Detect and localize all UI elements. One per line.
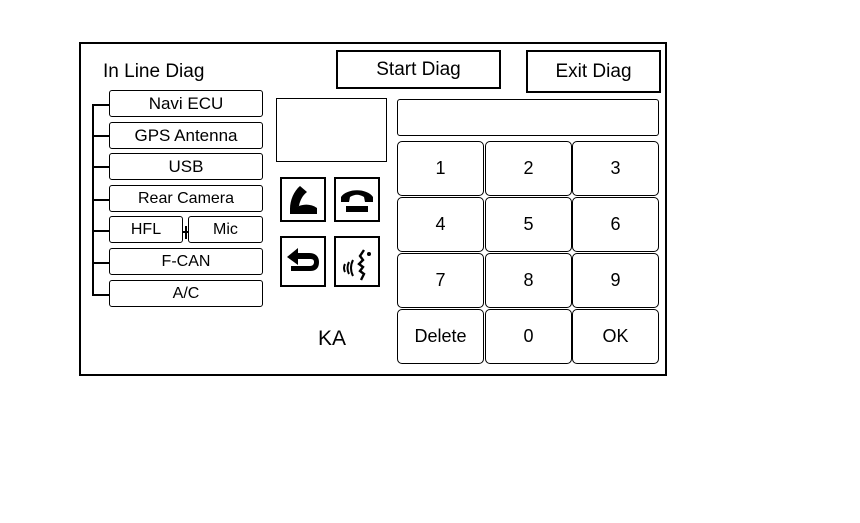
tree-branch [92,230,109,232]
key-3[interactable]: 3 [572,141,659,196]
delete-key[interactable]: Delete [397,309,484,364]
tree-branch [92,166,109,168]
hang-up-button[interactable] [334,177,380,222]
key-8[interactable]: 8 [485,253,572,308]
key-7[interactable]: 7 [397,253,484,308]
number-input-field[interactable] [397,99,659,136]
phone-hangup-icon [341,189,373,212]
tree-branch [92,104,109,106]
tree-branch [92,262,109,264]
key-6[interactable]: 6 [572,197,659,252]
menu-item-a-c[interactable]: A/C [109,280,263,307]
status-code: KA [318,327,347,350]
voice-recognition-icon [343,248,371,281]
key-0[interactable]: 0 [485,309,572,364]
phone-off-hook-icon [290,185,317,214]
status-display [276,98,387,162]
tree-branch [92,199,109,201]
menu-item-hfl[interactable]: HFL [109,216,183,243]
back-button[interactable] [280,236,326,287]
back-arrow-icon [287,247,319,271]
key-9[interactable]: 9 [572,253,659,308]
voice-recognition-button[interactable] [334,236,380,287]
hfl-mic-connector [185,226,187,239]
menu-item-usb[interactable]: USB [109,153,263,180]
key-2[interactable]: 2 [485,141,572,196]
in-line-diag-screen: In Line Diag Start Diag Exit Diag Navi E… [79,42,667,376]
exit-diag-button[interactable]: Exit Diag [526,50,661,93]
menu-item-mic[interactable]: Mic [188,216,263,243]
key-4[interactable]: 4 [397,197,484,252]
tree-branch [92,294,109,296]
key-5[interactable]: 5 [485,197,572,252]
menu-item-gps-antenna[interactable]: GPS Antenna [109,122,263,149]
menu-item-rear-camera[interactable]: Rear Camera [109,185,263,212]
tree-branch [92,135,109,137]
call-button[interactable] [280,177,326,222]
menu-item-f-can[interactable]: F-CAN [109,248,263,275]
menu-item-navi-ecu[interactable]: Navi ECU [109,90,263,117]
key-1[interactable]: 1 [397,141,484,196]
screen-title: In Line Diag [103,61,205,82]
ok-key[interactable]: OK [572,309,659,364]
start-diag-button[interactable]: Start Diag [336,50,501,89]
